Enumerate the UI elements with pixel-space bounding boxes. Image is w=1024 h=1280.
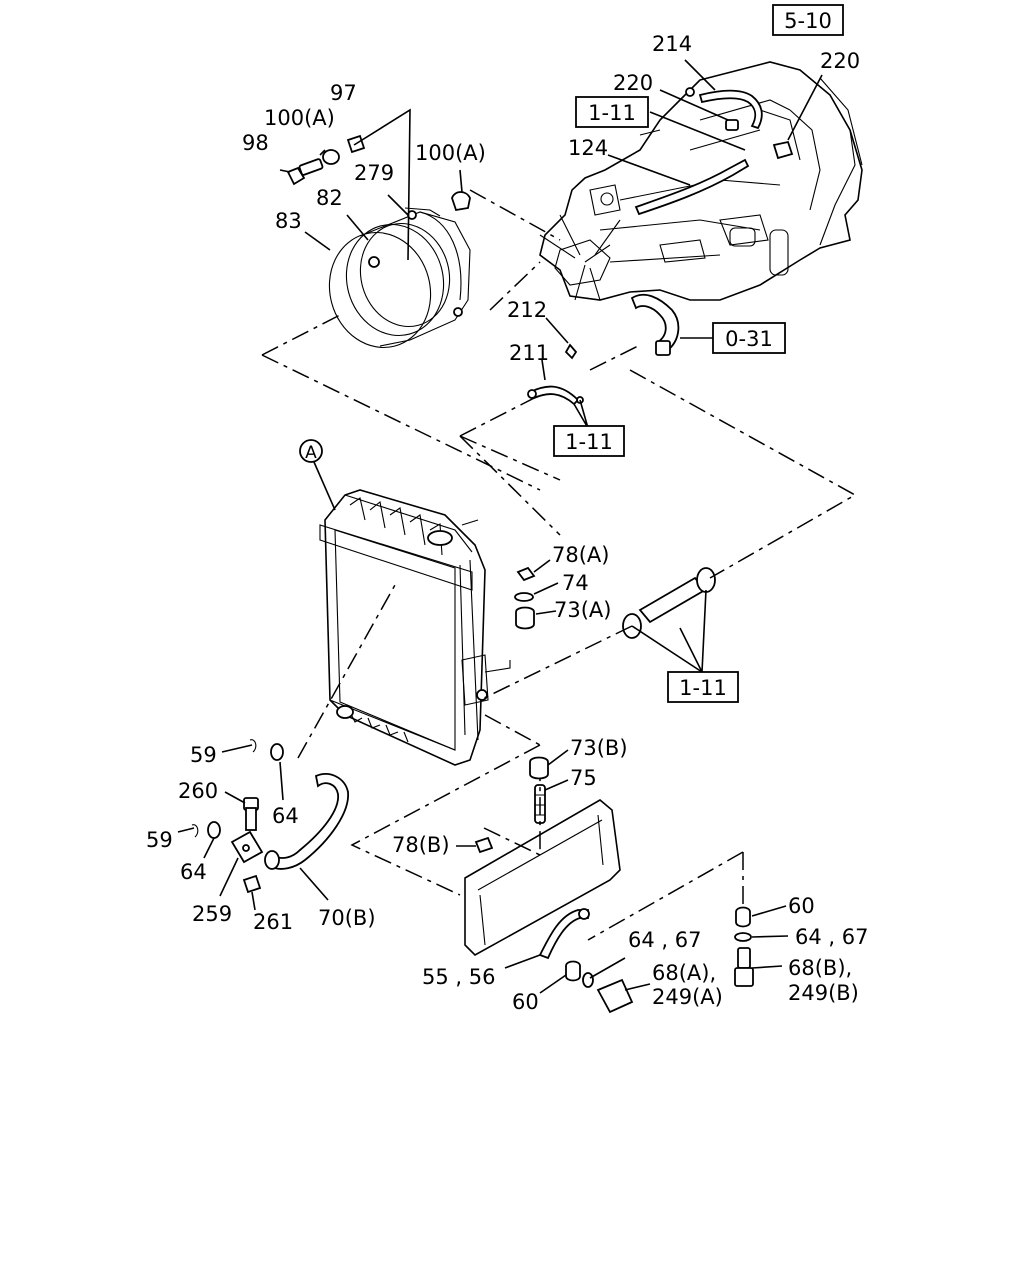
label-74: 74	[562, 571, 589, 595]
label-59-lower: 59	[146, 828, 173, 852]
ref-1-11-right: 1-11	[667, 671, 739, 703]
label-249a: 249(A)	[652, 985, 723, 1009]
label-83: 83	[275, 209, 302, 233]
label-279: 279	[354, 161, 394, 185]
radiator-assembly	[319, 489, 511, 766]
mount-lower	[474, 756, 549, 854]
label-220-right: 220	[820, 49, 860, 73]
mount-upper	[514, 566, 536, 630]
connection-lines	[261, 189, 857, 941]
hose-70b	[191, 739, 349, 894]
right-hose	[622, 567, 716, 639]
leader-lines	[177, 59, 823, 994]
label-64-67-left: 64 , 67	[628, 928, 701, 952]
label-59-upper: 59	[190, 743, 217, 767]
label-60-left: 60	[512, 990, 539, 1014]
label-78b: 78(B)	[392, 833, 450, 857]
label-68b: 68(B),	[788, 956, 852, 980]
ref-0-31-text: 0-31	[725, 327, 773, 351]
label-64-lower: 64	[180, 860, 207, 884]
shroud-fasteners	[286, 134, 471, 212]
frame-rail	[464, 799, 621, 956]
drain-cock-parts	[734, 906, 754, 987]
label-260: 260	[178, 779, 218, 803]
label-214: 214	[652, 32, 692, 56]
label-261: 261	[253, 910, 293, 934]
label-249b: 249(B)	[788, 981, 859, 1005]
label-70b: 70(B)	[318, 906, 376, 930]
label-82: 82	[316, 186, 343, 210]
label-100a-left: 100(A)	[264, 106, 335, 130]
label-98: 98	[242, 131, 269, 155]
ref-1-11-top-text: 1-11	[588, 101, 636, 125]
ref-1-11-right-text: 1-11	[679, 676, 727, 700]
label-73a: 73(A)	[554, 598, 611, 622]
ref-5-10-text: 5-10	[784, 9, 832, 33]
label-64-67-right: 64 , 67	[795, 925, 868, 949]
label-75: 75	[570, 766, 597, 790]
engine-assembly	[539, 61, 863, 356]
label-97: 97	[330, 81, 357, 105]
label-100a-right: 100(A)	[415, 141, 486, 165]
fan-shroud	[328, 207, 471, 349]
ref-1-11-mid: 1-11	[553, 425, 625, 457]
label-78a: 78(A)	[552, 543, 609, 567]
label-211: 211	[509, 341, 549, 365]
ref-1-11-mid-text: 1-11	[565, 430, 613, 454]
callout-a-text: A	[305, 443, 317, 463]
label-55-56: 55 , 56	[422, 965, 495, 989]
ref-0-31: 0-31	[680, 322, 786, 354]
label-259: 259	[192, 902, 232, 926]
label-212: 212	[507, 298, 547, 322]
ref-5-10: 5-10	[772, 4, 844, 36]
part-labels: 97 100(A) 98 100(A) 279 82 83 214 220 22…	[146, 32, 868, 1014]
label-68a: 68(A),	[652, 961, 716, 985]
label-124: 124	[568, 136, 608, 160]
ref-1-11-top: 1-11	[575, 96, 649, 128]
label-220-left: 220	[613, 71, 653, 95]
callout-a: A	[299, 439, 323, 463]
label-64-upper: 64	[272, 804, 299, 828]
drain-pipe	[538, 908, 634, 1014]
label-60-right: 60	[788, 894, 815, 918]
label-73b: 73(B)	[570, 736, 628, 760]
